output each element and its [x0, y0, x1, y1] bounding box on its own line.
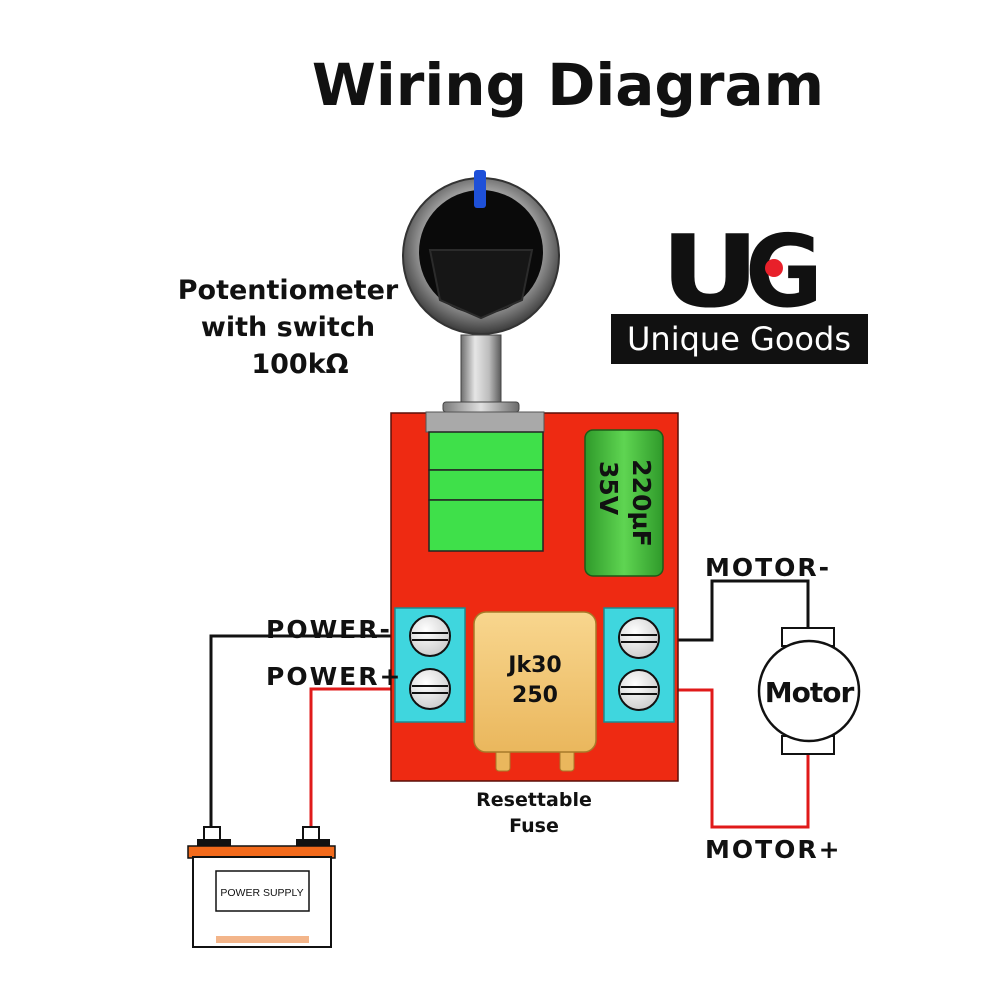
knob-marker-icon — [474, 170, 486, 208]
logo-mark-u: U — [660, 213, 760, 330]
wire-power-negative — [209, 634, 395, 830]
wire-power-positive — [309, 687, 395, 830]
wires — [209, 579, 810, 830]
potentiometer-label-line2: with switch — [201, 312, 375, 343]
battery-label: POWER SUPPLY — [220, 887, 303, 899]
logo-tagline-background — [611, 314, 868, 364]
potentiometer-label-line3: 100kΩ — [251, 349, 348, 380]
power-supply-battery: POWER SUPPLY — [187, 826, 336, 948]
potentiometer-knob[interactable] — [402, 170, 560, 335]
potentiometer-nut — [442, 401, 520, 413]
motor-plus-label: MOTOR+ — [705, 835, 842, 864]
logo-mark-g: G — [745, 213, 823, 330]
fuse-caption-line2: Fuse — [509, 815, 559, 837]
potentiometer-switch-block — [428, 431, 544, 552]
potentiometer-label-line1: Potentiometer — [178, 275, 399, 306]
wire-motor-positive — [674, 688, 810, 829]
page-title: Wiring Diagram — [312, 51, 824, 119]
capacitor: 220µF 35V — [584, 429, 664, 577]
power-terminal-block — [394, 607, 466, 723]
fuse-caption-line1: Resettable — [476, 789, 592, 811]
motor-minus-label: MOTOR- — [705, 553, 831, 582]
motor-plus-screw[interactable] — [618, 669, 660, 711]
wire-motor-negative — [674, 579, 810, 642]
capacitor-voltage: 35V — [594, 461, 623, 516]
logo-tagline: Unique Goods — [627, 320, 851, 358]
motor-terminal-block — [603, 607, 675, 723]
potentiometer-body — [425, 411, 545, 433]
power-minus-label: POWER- — [266, 615, 392, 644]
brand-logo: U G Unique Goods — [611, 213, 868, 364]
power-plus-screw[interactable] — [409, 668, 451, 710]
logo-red-dot — [765, 259, 783, 277]
fuse-model: Jk30 — [506, 653, 561, 678]
motor: Motor — [757, 627, 861, 755]
potentiometer-shaft — [460, 334, 502, 406]
power-minus-screw[interactable] — [409, 615, 451, 657]
fuse-rating: 250 — [512, 683, 558, 708]
power-plus-label: POWER+ — [266, 662, 402, 691]
potentiometer-label: Potentiometer with switch 100kΩ — [178, 275, 399, 380]
capacitor-capacitance: 220µF — [627, 459, 656, 547]
resettable-fuse: Jk30 250 — [473, 611, 597, 772]
motor-label: Motor — [765, 676, 855, 709]
motor-minus-screw[interactable] — [618, 617, 660, 659]
